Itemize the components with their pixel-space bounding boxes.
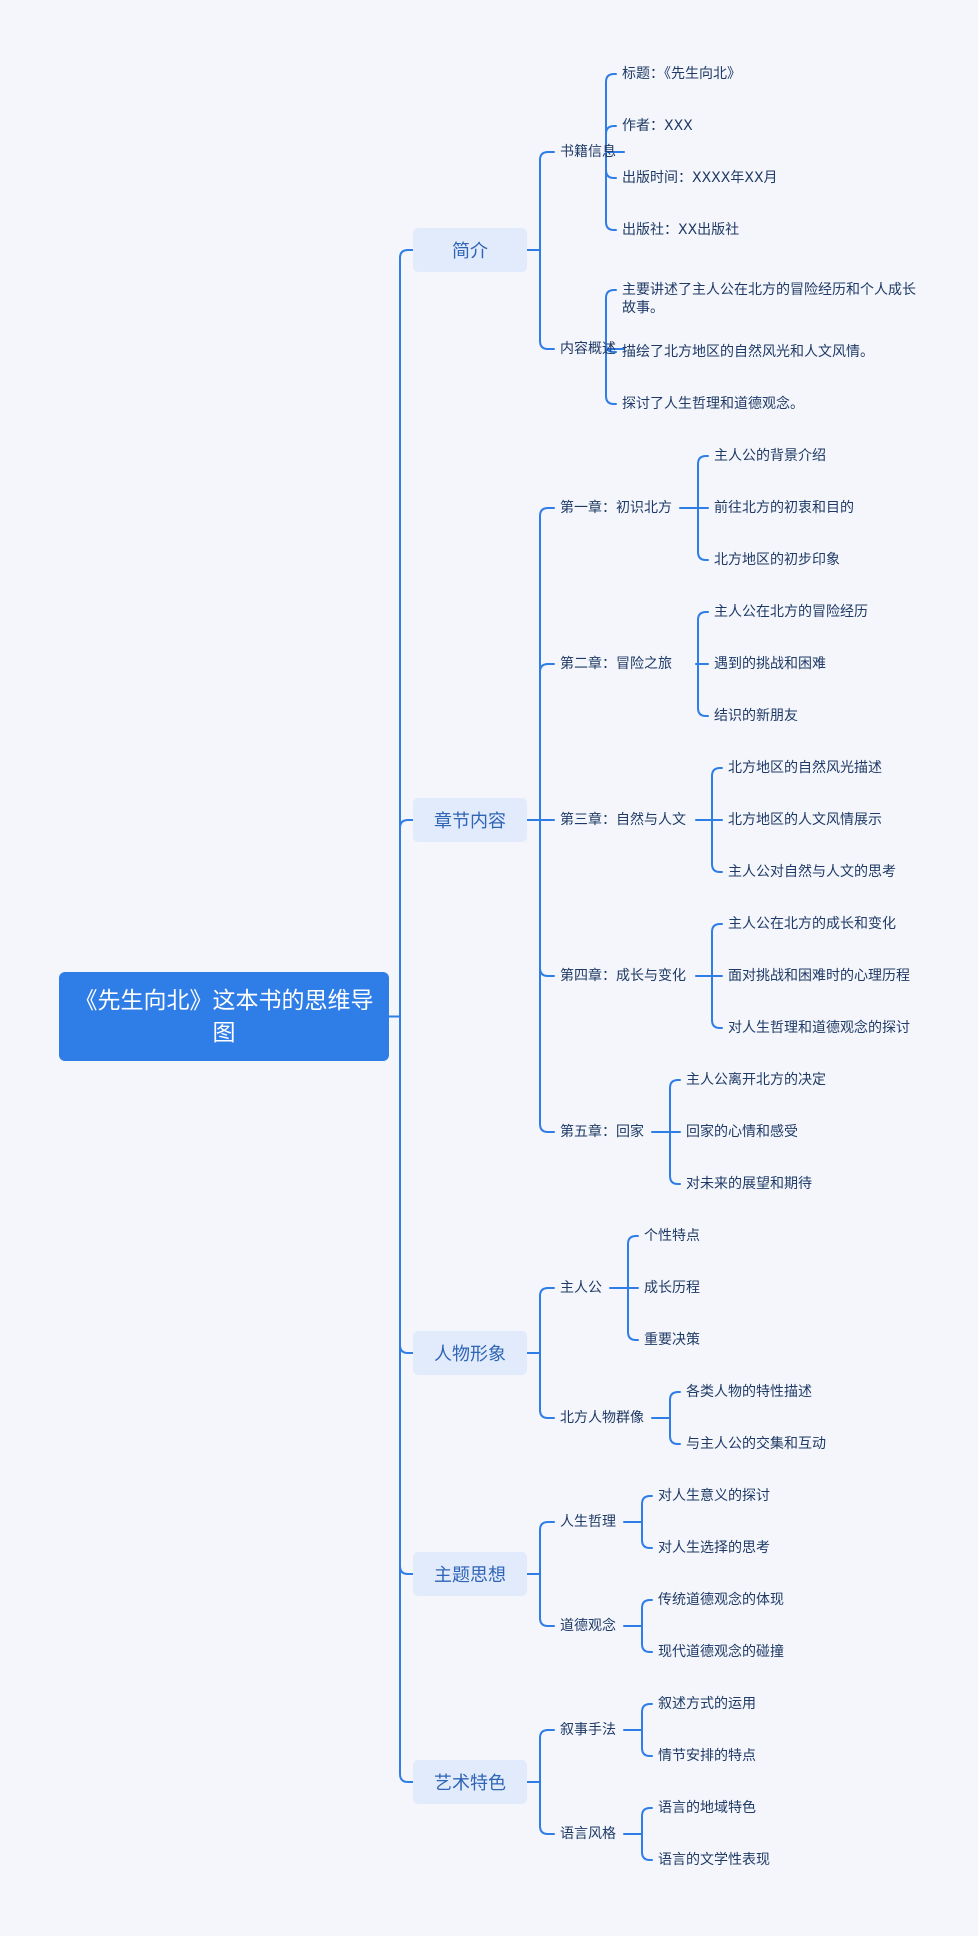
detail-item[interactable]: 语言的地域特色 xyxy=(658,1800,756,1816)
subtopic-3-1-connector-link-2 xyxy=(627,1287,639,1341)
detail-item[interactable]: 与主人公的交集和互动 xyxy=(686,1436,826,1452)
branch-3-connector-link-0 xyxy=(539,1287,555,1354)
root-connector-link-0 xyxy=(399,249,414,1018)
branch-5-connector-link-0 xyxy=(539,1729,555,1783)
detail-item[interactable]: 出版社：XX出版社 xyxy=(622,222,740,238)
detail-item[interactable]: 标题：《先生向北》 xyxy=(622,66,741,82)
branch-3-connector-link-1 xyxy=(539,1352,555,1419)
subtopic-1-1-connector-link-0 xyxy=(605,73,617,153)
subtopic-1-2-connector-link-2 xyxy=(605,348,617,405)
branch-4-connector-link-0 xyxy=(539,1521,555,1575)
subtopic-5-1-connector-link-0 xyxy=(641,1703,653,1731)
subtopic-3-2-connector-link-0 xyxy=(669,1391,681,1419)
subtopic-3-2-connector-link-1 xyxy=(669,1417,681,1445)
root-connector-link-1 xyxy=(399,819,414,1018)
branch-4-connector-link-1 xyxy=(539,1573,555,1627)
detail-item[interactable]: 遇到的挑战和困难 xyxy=(714,656,826,672)
detail-item[interactable]: 描绘了北方地区的自然风光和人文风情。 xyxy=(622,344,874,360)
detail-item[interactable]: 北方地区的初步印象 xyxy=(714,552,840,568)
subtopic-2-3-connector-link-2 xyxy=(711,819,723,873)
detail-item[interactable]: 回家的心情和感受 xyxy=(686,1124,798,1140)
subtopic-2-4-connector-link-2 xyxy=(711,975,723,1029)
subtopic-1-1-connector-link-1 xyxy=(605,125,617,153)
branch-1-connector-link-1 xyxy=(539,249,555,350)
subtopic-1-1[interactable]: 书籍信息 xyxy=(560,144,616,160)
subtopic-4-2-connector-link-1 xyxy=(641,1625,653,1653)
subtopic-2-4-connector-link-0 xyxy=(711,923,723,977)
subtopic-4-1-connector-link-1 xyxy=(641,1521,653,1549)
branch-1-connector-link-0 xyxy=(539,151,555,251)
detail-item[interactable]: 主人公离开北方的决定 xyxy=(686,1072,826,1088)
detail-item[interactable]: 面对挑战和困难时的心理历程 xyxy=(728,968,910,984)
detail-item[interactable]: 北方地区的自然风光描述 xyxy=(728,760,882,776)
detail-item[interactable]: 作者：XXX xyxy=(622,118,693,134)
subtopic-2-3-connector-link-0 xyxy=(711,767,723,821)
detail-item[interactable]: 成长历程 xyxy=(644,1280,700,1296)
detail-item[interactable]: 各类人物的特性描述 xyxy=(686,1384,812,1400)
detail-item[interactable]: 探讨了人生哲理和道德观念。 xyxy=(622,396,804,412)
detail-item[interactable]: 对人生意义的探讨 xyxy=(658,1488,770,1504)
subtopic-2-5-connector-link-0 xyxy=(669,1079,681,1133)
detail-item[interactable]: 现代道德观念的碰撞 xyxy=(658,1644,784,1660)
branch-2-connector-link-1 xyxy=(539,663,555,821)
subtopic-2-1[interactable]: 第一章：初识北方 xyxy=(560,500,672,516)
detail-item[interactable]: 主人公在北方的成长和变化 xyxy=(728,916,896,932)
subtopic-4-1-connector-link-0 xyxy=(641,1495,653,1523)
detail-item[interactable]: 情节安排的特点 xyxy=(658,1748,756,1764)
subtopic-4-2[interactable]: 道德观念 xyxy=(560,1618,616,1634)
subtopic-2-1-connector-link-0 xyxy=(697,455,709,509)
branch-2-connector-link-0 xyxy=(539,507,555,821)
detail-item[interactable]: 主要讲述了主人公在北方的冒险经历和个人成长故事。 xyxy=(622,282,916,316)
subtopic-2-2-connector-link-2 xyxy=(697,663,709,717)
detail-item[interactable]: 对人生哲理和道德观念的探讨 xyxy=(728,1020,910,1036)
detail-item[interactable]: 前往北方的初衷和目的 xyxy=(714,500,854,516)
detail-item[interactable]: 传统道德观念的体现 xyxy=(658,1592,784,1608)
subtopic-3-1-connector-link-0 xyxy=(627,1235,639,1289)
branch-topic-2[interactable]: 章节内容 xyxy=(413,798,527,842)
detail-item[interactable]: 结识的新朋友 xyxy=(714,708,798,724)
subtopic-5-2-connector-link-0 xyxy=(641,1807,653,1835)
root-topic[interactable]: 《先生向北》这本书的思维导图 xyxy=(59,972,389,1061)
subtopic-4-1[interactable]: 人生哲理 xyxy=(560,1514,616,1530)
detail-item[interactable]: 主人公在北方的冒险经历 xyxy=(714,604,868,620)
detail-item[interactable]: 对人生选择的思考 xyxy=(658,1540,770,1556)
branch-topic-5[interactable]: 艺术特色 xyxy=(413,1760,527,1804)
subtopic-2-4[interactable]: 第四章：成长与变化 xyxy=(560,968,686,984)
detail-item[interactable]: 叙述方式的运用 xyxy=(658,1696,756,1712)
detail-item[interactable]: 主人公对自然与人文的思考 xyxy=(728,864,896,880)
detail-item[interactable]: 对未来的展望和期待 xyxy=(686,1176,812,1192)
subtopic-5-2-connector-link-1 xyxy=(641,1833,653,1861)
subtopic-4-2-connector-link-0 xyxy=(641,1599,653,1627)
root-connector-link-4 xyxy=(399,1015,414,1783)
detail-item[interactable]: 重要决策 xyxy=(644,1332,700,1348)
subtopic-2-1-connector-link-2 xyxy=(697,507,709,561)
detail-item[interactable]: 主人公的背景介绍 xyxy=(714,448,826,464)
detail-item[interactable]: 语言的文学性表现 xyxy=(658,1852,770,1868)
subtopic-2-2[interactable]: 第二章：冒险之旅 xyxy=(560,656,672,672)
branch-topic-1[interactable]: 简介 xyxy=(413,228,527,272)
branch-2-connector-link-4 xyxy=(539,819,555,1133)
subtopic-3-1[interactable]: 主人公 xyxy=(560,1280,602,1296)
subtopic-2-5[interactable]: 第五章：回家 xyxy=(560,1124,644,1140)
branch-5-connector-link-1 xyxy=(539,1781,555,1835)
branch-topic-3[interactable]: 人物形象 xyxy=(413,1331,527,1375)
detail-item[interactable]: 出版时间：XXXX年XX月 xyxy=(622,170,778,186)
subtopic-1-2-connector-link-0 xyxy=(605,289,617,350)
subtopic-1-2[interactable]: 内容概述 xyxy=(560,341,616,357)
subtopic-2-3[interactable]: 第三章：自然与人文 xyxy=(560,812,686,828)
branch-topic-4[interactable]: 主题思想 xyxy=(413,1552,527,1596)
subtopic-3-2[interactable]: 北方人物群像 xyxy=(560,1410,644,1426)
subtopic-2-2-connector-link-0 xyxy=(697,611,709,665)
subtopic-5-1-connector-link-1 xyxy=(641,1729,653,1757)
subtopic-1-1-connector-link-3 xyxy=(605,151,617,231)
subtopic-5-2[interactable]: 语言风格 xyxy=(560,1826,616,1842)
subtopic-1-2-connector-link-1 xyxy=(605,343,617,353)
subtopic-2-5-connector-link-2 xyxy=(669,1131,681,1185)
detail-item[interactable]: 个性特点 xyxy=(644,1228,700,1244)
subtopic-5-1[interactable]: 叙事手法 xyxy=(560,1722,616,1738)
detail-item[interactable]: 北方地区的人文风情展示 xyxy=(728,812,882,828)
